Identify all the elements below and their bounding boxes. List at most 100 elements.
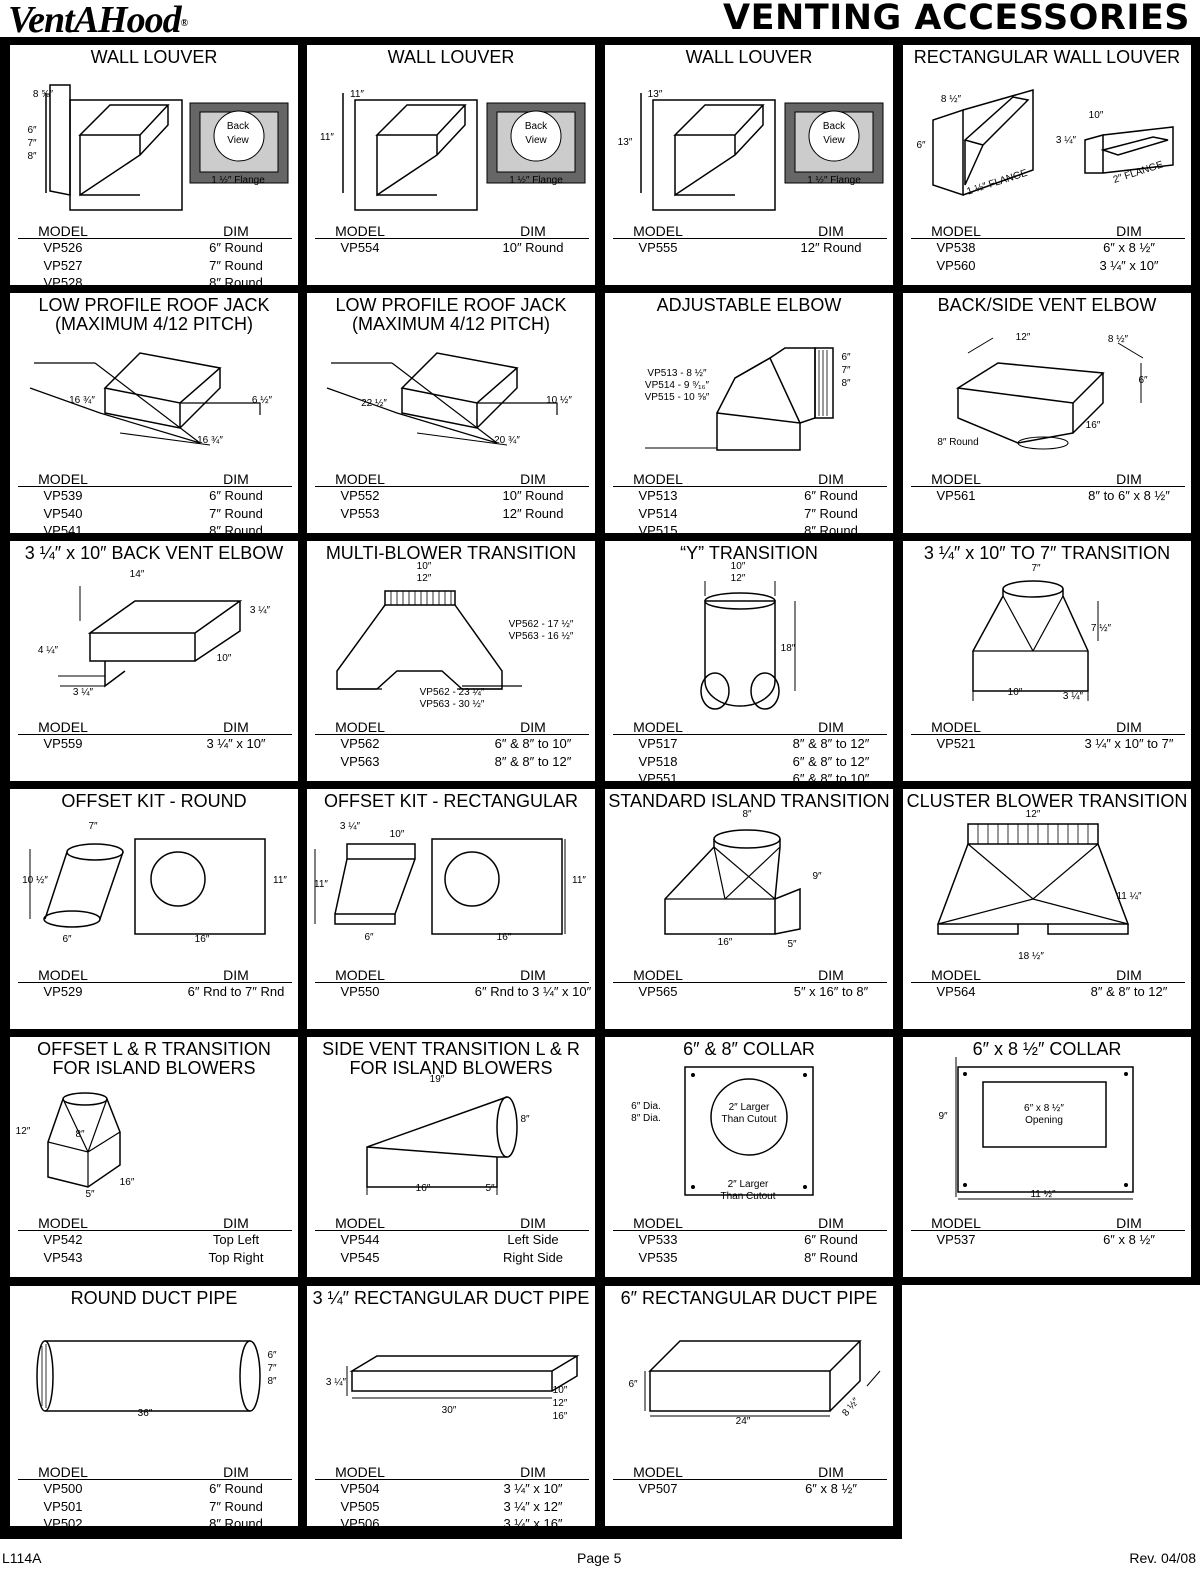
model-header: MODEL (38, 471, 88, 487)
dimension-value: 6″ Round (209, 488, 263, 503)
panel-title-line: (MAXIMUM 4/12 PITCH) (351, 314, 551, 334)
dimension-label: 5″ (85, 1189, 95, 1200)
dim-header: DIM (1116, 967, 1142, 983)
spec-header: MODEL DIM (18, 967, 292, 983)
dimension-label: 6″ (364, 932, 374, 943)
dimension-label: 12″ (16, 1126, 31, 1137)
dimension-label: 22 ½″ (361, 398, 387, 409)
empty-cell (902, 1285, 1200, 1545)
dimension-value: Top Left (212, 1232, 260, 1247)
dim-header: DIM (223, 1215, 249, 1231)
dimension-label: Than Cutout (721, 1114, 776, 1125)
dim-header: DIM (520, 471, 546, 487)
product-drawing: 7″7 ½″10″3 ¼″ (972, 563, 1112, 702)
model-number: VP539 (43, 488, 83, 503)
dimension-label: Back (823, 121, 846, 132)
model-header: MODEL (335, 967, 385, 983)
panel-title: LOW PROFILE ROOF JACK(MAXIMUM 4/12 PITCH… (307, 296, 595, 334)
panel-title-line: LOW PROFILE ROOF JACK (38, 295, 270, 315)
dimension-label: Back (227, 121, 250, 132)
dimension-value: 6″ Round (209, 240, 263, 255)
dimension-label: VP513 - 8 ½″ (647, 368, 707, 379)
model-number: VP565 (638, 984, 678, 999)
dimension-label: 16″ (718, 937, 733, 948)
product-drawing: 3 ¼″10″11″6″16″11″ (314, 820, 586, 943)
dimension-value: 8″ Round (804, 1249, 858, 1265)
dimension-label: 2″ Larger (729, 1102, 770, 1113)
model-header: MODEL (335, 1215, 385, 1231)
model-header: MODEL (38, 967, 88, 983)
dimension-label: 5″ (787, 939, 797, 950)
product-drawing: 16 ¾″6 ½″16 ¾″ (29, 352, 273, 446)
dimension-value: 6″ Rnd to 3 ¼″ x 10″ (474, 984, 592, 999)
model-number: VP518 (638, 753, 678, 769)
dimension-label: 12″ (553, 1398, 568, 1409)
dimension-label: 20 ¾″ (494, 435, 520, 446)
model-number: VP517 (638, 736, 678, 751)
dimension-label: 8 ½″ (840, 1396, 862, 1419)
dimension-value: Left Side (507, 1232, 559, 1247)
dimension-label: 11 ¼″ (1116, 890, 1141, 902)
dimension-label: 11 ½″ (1030, 1189, 1055, 1200)
dim-header: DIM (223, 223, 249, 239)
dimension-label: 18 ½″ (1018, 951, 1044, 962)
dimension-label: 10 ½″ (22, 875, 48, 886)
dimension-label: 6″ (916, 140, 926, 151)
dimension-value: 8″ Round (209, 1516, 263, 1526)
dimension-label: VP563 - 16 ½″ (509, 631, 574, 642)
panel-title: “Y” TRANSITION (605, 544, 893, 563)
model-header: MODEL (335, 719, 385, 735)
dimension-label: 8″ (841, 378, 851, 389)
dimension-value: 10″ Round (502, 240, 564, 255)
model-number: VP543 (43, 1249, 83, 1265)
panel-title-line: (MAXIMUM 4/12 PITCH) (54, 314, 254, 334)
product-drawing: 10″12″18″ (700, 561, 796, 710)
model-number: VP529 (43, 984, 83, 999)
panel-title-line: OFFSET L & R TRANSITION (37, 1039, 271, 1059)
dimension-label: 8″ (75, 1129, 85, 1140)
dim-header: DIM (1116, 471, 1142, 487)
panel-title-line: LOW PROFILE ROOF JACK (335, 295, 567, 315)
model-number: VP504 (340, 1481, 380, 1496)
dim-header: DIM (1116, 719, 1142, 735)
product-drawing: 12″8 ½″6″16″8″ Round (937, 332, 1148, 450)
dim-header: DIM (223, 1464, 249, 1480)
panel-title-line: OFFSET KIT - ROUND (61, 791, 247, 811)
dimension-label: 6″ x 8 ½″ (1024, 1103, 1064, 1114)
model-header: MODEL (931, 471, 981, 487)
dimension-label: 1 ½″ Flange (807, 175, 861, 186)
model-number: VP537 (936, 1232, 976, 1247)
accessory-panel: VP513 - 8 ½″VP514 - 9 ⁹⁄₁₆″VP515 - 10 ⅝″… (605, 293, 893, 533)
brand-logo: VentAHood® (8, 0, 188, 40)
dimension-value: 6″ Round (209, 1481, 263, 1496)
dimension-label: 6″ (628, 1379, 638, 1390)
model-number: VP515 (638, 523, 678, 533)
dim-header: DIM (223, 967, 249, 983)
panel-title-line: 3 ¼″ x 10″ BACK VENT ELBOW (24, 543, 284, 563)
dim-header: DIM (818, 719, 844, 735)
